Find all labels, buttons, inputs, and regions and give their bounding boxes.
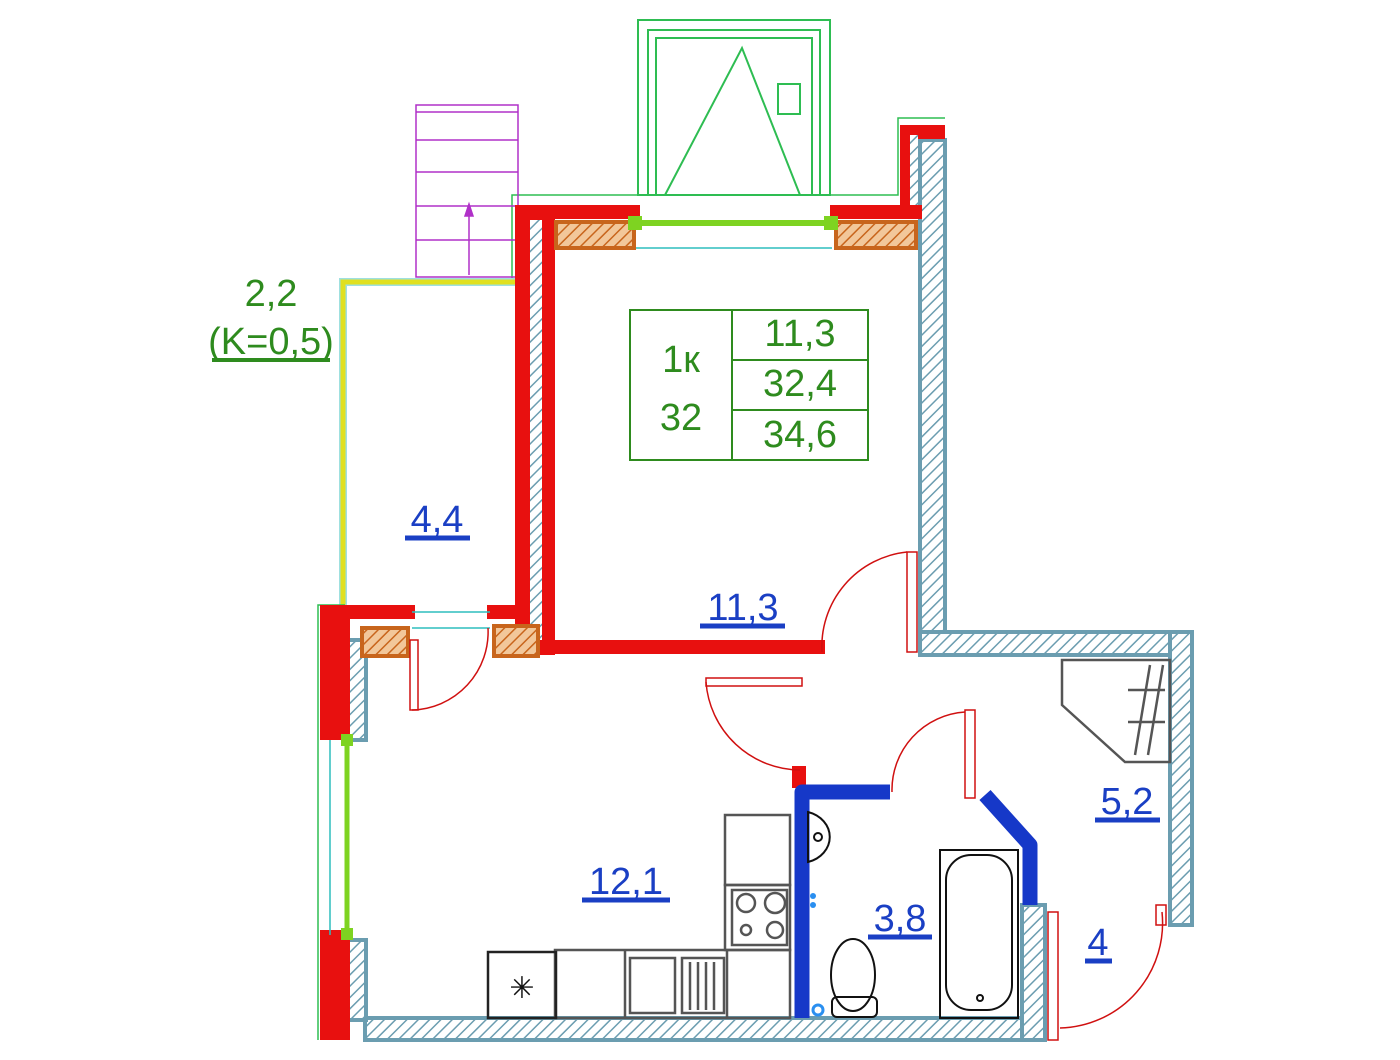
svg-text:✳: ✳ bbox=[509, 972, 534, 1005]
apartment-type: 1к bbox=[662, 339, 700, 381]
stair bbox=[415, 104, 519, 278]
room-area-corridor: 4 bbox=[1087, 922, 1108, 964]
apartment-number: 32 bbox=[660, 397, 702, 439]
balcony-area-note: 2,2 bbox=[245, 273, 298, 315]
kitchen-fixtures bbox=[553, 813, 792, 1020]
wardrobe bbox=[1060, 658, 1172, 764]
bathroom-fixtures bbox=[807, 810, 1019, 1019]
room-area-kitchen: 12,1 bbox=[589, 861, 663, 903]
wall-hatch-inner bbox=[530, 135, 918, 640]
outer-contour bbox=[511, 117, 945, 282]
room-area-hallway: 5,2 bbox=[1101, 781, 1154, 823]
total-area-with-balcony-value: 34,6 bbox=[763, 414, 837, 456]
bathroom-walls bbox=[794, 784, 1038, 1018]
fridge: ✳ bbox=[486, 950, 558, 1020]
upper-balcony bbox=[637, 19, 831, 196]
room-area-bathroom: 3,8 bbox=[874, 898, 927, 940]
room-labels bbox=[405, 535, 1160, 964]
room-area-living: 11,3 bbox=[707, 587, 778, 629]
columns bbox=[360, 220, 918, 658]
living-area-value: 11,3 bbox=[764, 313, 835, 355]
apartment-summary-table bbox=[629, 309, 869, 461]
balcony-coefficient-note: (K=0,5) bbox=[208, 321, 334, 363]
total-area-value: 32,4 bbox=[763, 363, 837, 405]
windows bbox=[329, 216, 838, 940]
room-area-balcony: 4,4 bbox=[411, 499, 464, 541]
interior-walls bbox=[346, 138, 1194, 1042]
doors bbox=[409, 551, 1167, 1041]
